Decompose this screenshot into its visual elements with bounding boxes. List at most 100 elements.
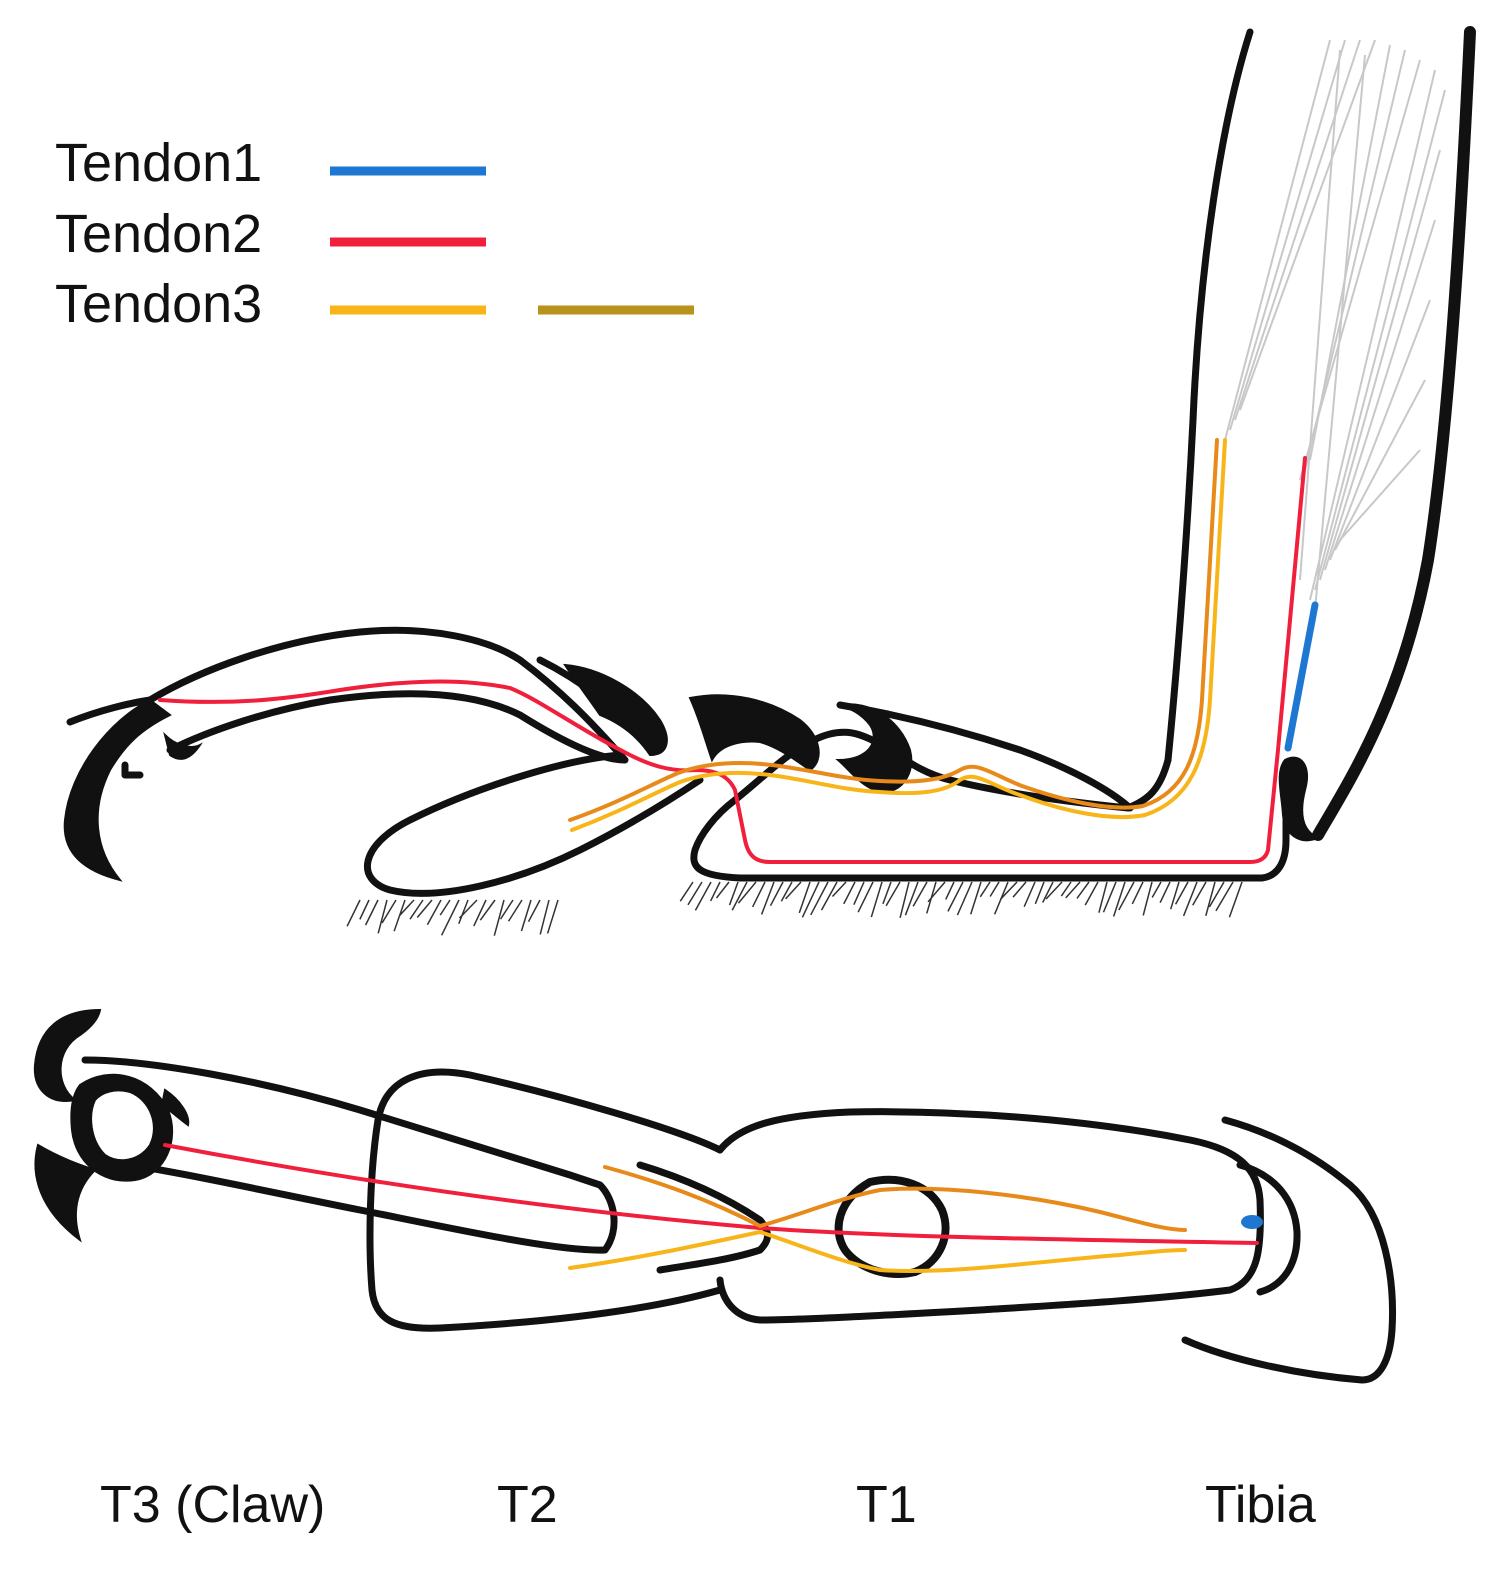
ground-hair [1192, 881, 1207, 906]
ground-hair [945, 881, 955, 900]
ground-hair [507, 899, 523, 922]
ground-hair [728, 881, 739, 906]
tibia-left-wall [1164, 28, 1254, 764]
ground-hair [1012, 881, 1027, 898]
ground-hair [785, 881, 802, 900]
ground-hair [546, 899, 559, 934]
ground-hair [1076, 881, 1090, 899]
ground-hair [1159, 881, 1171, 904]
legend-label-tendon3: Tendon3 [55, 274, 262, 334]
ground-hair [381, 899, 397, 924]
ground-hair [439, 899, 451, 916]
claw-top-ring [70, 1073, 174, 1182]
ground-hair [416, 899, 433, 918]
ground-hair [346, 899, 361, 927]
side-tendon3-dark [568, 438, 1219, 822]
ground-hairs [346, 881, 1243, 936]
label-t2: T2 [497, 1476, 558, 1534]
ground-hair [1102, 881, 1117, 913]
ground-hair [398, 899, 415, 917]
ground-hair [1045, 881, 1063, 900]
ground-hair [956, 881, 973, 916]
ground-hair [1098, 881, 1108, 913]
ground-hair [927, 881, 946, 903]
ground-hair [737, 881, 757, 904]
muscle-fibers [1224, 39, 1446, 611]
ground-hair [843, 881, 856, 905]
t1-side-body [690, 728, 1290, 882]
top-tendon3-upper [603, 1165, 1187, 1232]
ground-hair [853, 881, 865, 905]
ground-hair [1034, 881, 1045, 905]
ground-hair [885, 881, 901, 907]
tibia-top-body [1181, 1116, 1396, 1384]
legend-label-tendon1: Tendon1 [55, 133, 262, 193]
claw-tip-edge [66, 696, 154, 726]
side-tendon1 [1284, 601, 1319, 752]
ground-hair [1169, 881, 1180, 910]
legend-label-tendon2: Tendon2 [55, 204, 262, 264]
ground-hair [989, 881, 1000, 897]
ground-hair [1042, 881, 1054, 903]
ground-hair [539, 899, 550, 935]
ground-hair [493, 899, 505, 936]
ground-hair [520, 899, 532, 932]
top-tendon1-dot [1241, 1215, 1263, 1229]
ground-hair [820, 881, 838, 911]
ground-hair [359, 899, 370, 920]
ground-hair [687, 881, 703, 906]
claw-base-mark [121, 761, 144, 779]
ground-hair [694, 881, 712, 911]
ground-hair [870, 881, 883, 918]
ground-hair [1000, 881, 1018, 900]
ground-hair [1023, 881, 1036, 908]
segment-labels: T3 (Claw) T2 T1 Tibia [100, 1476, 1316, 1534]
claw-hook [63, 698, 172, 882]
ground-hair [798, 881, 811, 914]
ground-hair [769, 881, 784, 907]
ground-hair [1174, 881, 1189, 905]
ground-hair [1060, 881, 1072, 897]
tibia-right-wall [1312, 26, 1476, 841]
ground-hair [882, 881, 892, 905]
ground-hair [479, 899, 496, 921]
ground-hair [458, 899, 469, 925]
ground-hair [709, 881, 721, 902]
claw-side-body [146, 626, 629, 764]
ground-hair [499, 899, 514, 920]
ground-hair [1228, 881, 1243, 918]
t1-top-ring [834, 1175, 950, 1278]
label-tibia: Tibia [1205, 1476, 1316, 1534]
ground-hair [810, 881, 829, 916]
tibia-top-inner [1236, 1161, 1301, 1296]
top-tendon2 [163, 1143, 1259, 1245]
side-tendon3-light [570, 438, 1227, 832]
ground-hair [899, 881, 910, 918]
ground-hair [364, 899, 379, 926]
ground-hair [409, 899, 424, 920]
ground-hair [426, 899, 442, 926]
ground-hair [377, 899, 388, 934]
side-view [63, 26, 1476, 936]
ground-hair [440, 899, 460, 936]
top-view [33, 1008, 1396, 1384]
ground-hair [904, 881, 919, 916]
t1-upper-edge [836, 701, 1134, 812]
ground-hair [527, 899, 541, 923]
side-tendon2 [158, 456, 1307, 864]
t1-top-body [716, 1108, 1264, 1324]
ground-hair [1205, 881, 1216, 916]
ground-hair [831, 881, 847, 898]
label-claw: T3 (Claw) [100, 1476, 325, 1534]
ground-hair [458, 899, 478, 919]
ground-hair [1118, 881, 1135, 911]
ground-hair [751, 881, 766, 908]
top-tendon3-lower [568, 1230, 1187, 1273]
ground-hair [780, 881, 793, 902]
ground-hair [473, 899, 487, 927]
ground-hair [679, 881, 694, 902]
ground-hair [1131, 881, 1144, 905]
ground-hair [801, 881, 820, 918]
t2-upper-edge [536, 656, 654, 749]
ground-hair [857, 881, 874, 913]
